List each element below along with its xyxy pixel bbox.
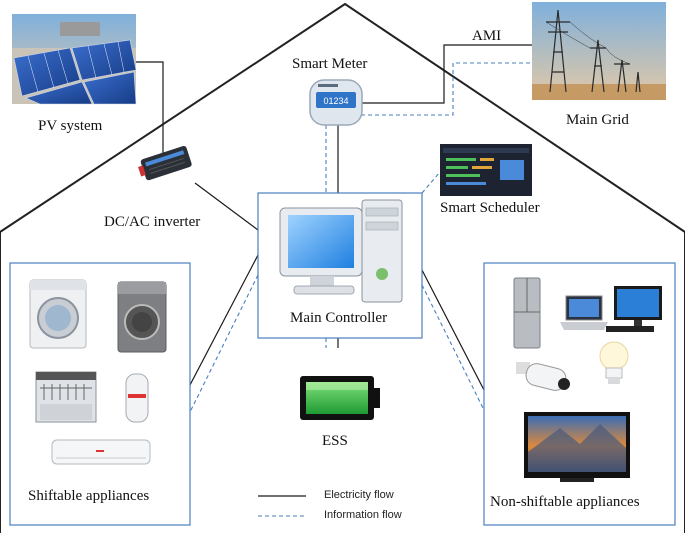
nonshiftable-label: Non-shiftable appliances <box>490 494 640 510</box>
desktop-monitor-icon <box>606 286 662 332</box>
refrigerator-icon <box>513 277 541 349</box>
legend-information-text: Information flow <box>324 509 402 521</box>
dryer-icon <box>117 281 167 353</box>
water-heater-icon <box>125 373 149 423</box>
television-icon <box>524 412 630 482</box>
smart-meter-icon: 01234 <box>309 79 363 126</box>
dishwasher-icon <box>35 371 97 423</box>
smart-meter-label: Smart Meter <box>292 56 368 72</box>
air-conditioner-icon <box>51 439 151 465</box>
meter-display-text: 01234 <box>323 96 348 106</box>
ami-label: AMI <box>472 28 502 44</box>
shiftable-label: Shiftable appliances <box>28 488 150 504</box>
scheduler-screen-icon <box>440 144 532 196</box>
pv-system-label: PV system <box>38 118 103 134</box>
laptop-icon <box>560 295 608 330</box>
legend-electricity-text: Electricity flow <box>324 489 394 501</box>
battery-icon <box>300 376 380 420</box>
security-camera-icon <box>516 362 570 391</box>
main-controller-label: Main Controller <box>290 310 388 326</box>
power-tower-icon <box>532 2 666 100</box>
inverter-icon <box>138 145 192 181</box>
main-grid-label: Main Grid <box>566 112 629 128</box>
inverter-label: DC/AC inverter <box>104 214 201 230</box>
smart-scheduler-label: Smart Scheduler <box>440 200 540 216</box>
light-bulb-icon <box>599 341 629 384</box>
electricity-lines <box>136 44 532 391</box>
computer-icon <box>279 199 403 303</box>
washing-machine-icon <box>29 279 87 349</box>
ess-label: ESS <box>322 433 348 449</box>
solar-panel-icon <box>12 14 137 105</box>
